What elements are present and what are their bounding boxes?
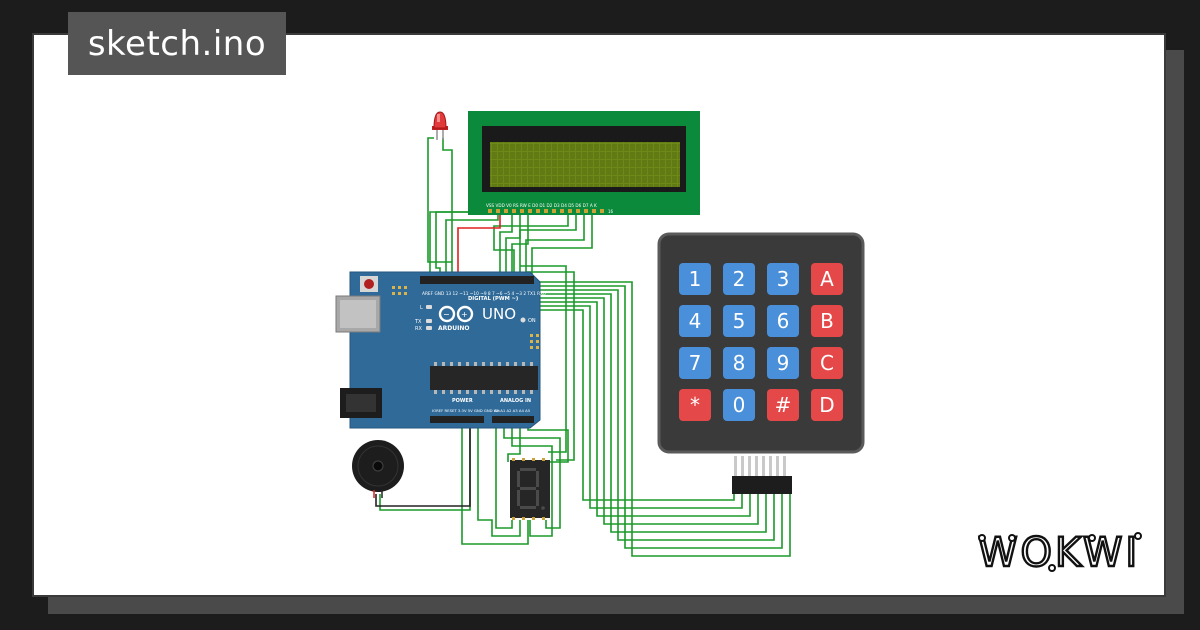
key-label: 8 [733,351,746,375]
analog-label: ANALOG IN [500,398,531,404]
power-label: POWER [452,398,473,404]
wokwi-logo: WOKWI [977,529,1142,577]
tx-label: TX [414,319,422,325]
key-label: 4 [689,309,702,333]
key-5[interactable]: 5 [723,305,755,337]
arduino-logo-icon [438,305,474,323]
top-pin-labels: AREF GND 13 12 ~11 ~10 ~9 8 7 ~6 ~5 4 ~3… [422,291,546,297]
key-4[interactable]: 4 [679,305,711,337]
key-face[interactable] [811,305,843,337]
key-face[interactable] [679,347,711,379]
led-component[interactable] [432,111,448,140]
bottom-pin-labels: IOREF RESET 3.3V 5V GND GND Vin [432,408,500,413]
key-face[interactable] [767,347,799,379]
key-label: 5 [733,309,746,333]
key-label: 2 [733,267,746,291]
key-face[interactable] [811,347,843,379]
rx-label: RX [415,326,422,332]
board-brand: ARDUINO [438,325,469,332]
digital-label: DIGITAL (PWM ~) [468,296,518,302]
analog-pin-labels: A0 A1 A2 A3 A4 A5 [494,408,531,413]
key-label: # [775,393,792,417]
wokwi-logo-text: WOKWI [978,530,1140,576]
key-1[interactable]: 1 [679,263,711,295]
key-face[interactable] [767,305,799,337]
microcontroller-chip [430,366,538,390]
key-face[interactable] [679,305,711,337]
seven-segment-display[interactable] [510,458,550,520]
key-label: 7 [689,351,702,375]
key-d[interactable]: D [811,389,843,421]
key-face[interactable] [767,263,799,295]
key-label: 9 [777,351,790,375]
lcd-pin-number: 16 [608,209,614,214]
svg-text:+: + [461,310,468,319]
key-label: C [820,351,834,375]
key-0[interactable]: 0 [723,389,755,421]
digital-header [420,276,534,284]
on-label: ON [528,318,536,324]
board-model: UNO [482,305,516,323]
key-label: 1 [689,267,702,291]
key-face[interactable] [723,389,755,421]
key-face[interactable] [767,389,799,421]
key-label: * [690,393,700,417]
key-label: 6 [777,309,790,333]
key-label: A [820,267,834,291]
key-6[interactable]: 6 [767,305,799,337]
buzzer-wire [375,422,471,507]
key-label: B [820,309,834,333]
key-c[interactable]: C [811,347,843,379]
key-face[interactable] [679,389,711,421]
key-face[interactable] [723,347,755,379]
key-label: 0 [733,393,746,417]
arduino-uno-board[interactable]: AREF GND 13 12 ~11 ~10 ~9 8 7 ~6 ~5 4 ~3… [335,271,546,429]
key-face[interactable] [811,263,843,295]
key-face[interactable] [723,305,755,337]
svg-text:−: − [443,310,450,319]
key-8[interactable]: 8 [723,347,755,379]
lcd-pins [488,209,604,213]
wires [379,137,791,557]
key-face[interactable] [723,263,755,295]
key-label: D [819,393,834,417]
key-7[interactable]: 7 [679,347,711,379]
key-2[interactable]: 2 [723,263,755,295]
key-hash[interactable]: # [767,389,799,421]
key-b[interactable]: B [811,305,843,337]
key-star[interactable]: * [679,389,711,421]
analog-header [492,416,534,423]
key-9[interactable]: 9 [767,347,799,379]
key-label: 3 [777,267,790,291]
l-label: L [420,305,423,311]
key-face[interactable] [679,263,711,295]
file-tab[interactable]: sketch.ino [68,12,286,75]
keypad-keys[interactable]: 1 2 3 A 4 5 6 B 7 8 9 C * 0 # D [679,263,843,421]
key-3[interactable]: 3 [767,263,799,295]
keypad-connector [732,476,792,494]
lcd-display[interactable]: VSS VDD V0 RS RW E D0 D1 D2 D3 D4 D5 D6 … [468,111,700,215]
buzzer-component[interactable] [352,440,404,498]
key-a[interactable]: A [811,263,843,295]
keypad-4x4[interactable]: 1 2 3 A 4 5 6 B 7 8 9 C * 0 # D [657,232,865,494]
power-header [430,416,484,423]
key-face[interactable] [811,389,843,421]
lcd-pin-labels: VSS VDD V0 RS RW E D0 D1 D2 D3 D4 D5 D6 … [486,203,597,208]
